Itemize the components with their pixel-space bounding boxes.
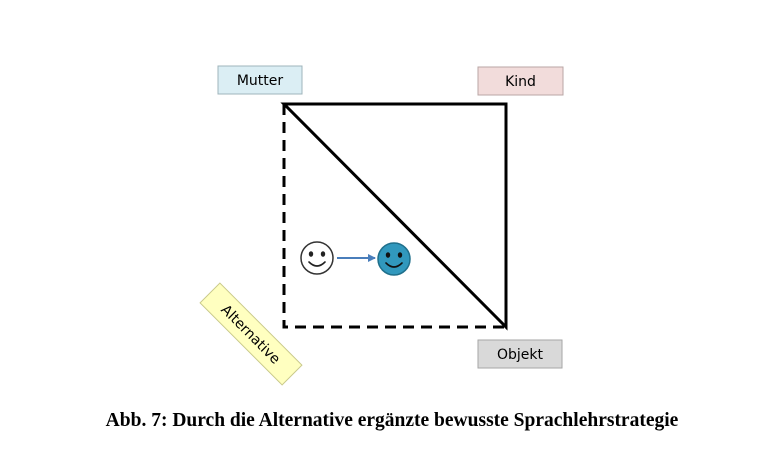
mutter-label: Mutter: [217, 65, 303, 95]
alternative-label: Alternative: [199, 282, 303, 386]
alternative-text: Alternative: [217, 302, 283, 368]
kind-label: Kind: [477, 66, 564, 96]
solid-triangle: [280, 102, 508, 331]
mutter-box: [217, 65, 303, 95]
alternative-box: [199, 282, 303, 386]
kind-text: Kind: [505, 74, 536, 90]
objekt-text: Objekt: [497, 347, 544, 363]
mutter-text: Mutter: [237, 73, 284, 89]
objekt-label: Objekt: [477, 339, 563, 369]
smiley-outline-icon: [300, 241, 334, 275]
dashed-alternative-path: [282, 104, 506, 329]
figure-caption: Abb. 7: Durch die Alternative ergänzte b…: [105, 410, 679, 431]
kind-box: [477, 66, 564, 96]
objekt-box: [477, 339, 563, 369]
smiley-filled-icon: [377, 242, 411, 276]
